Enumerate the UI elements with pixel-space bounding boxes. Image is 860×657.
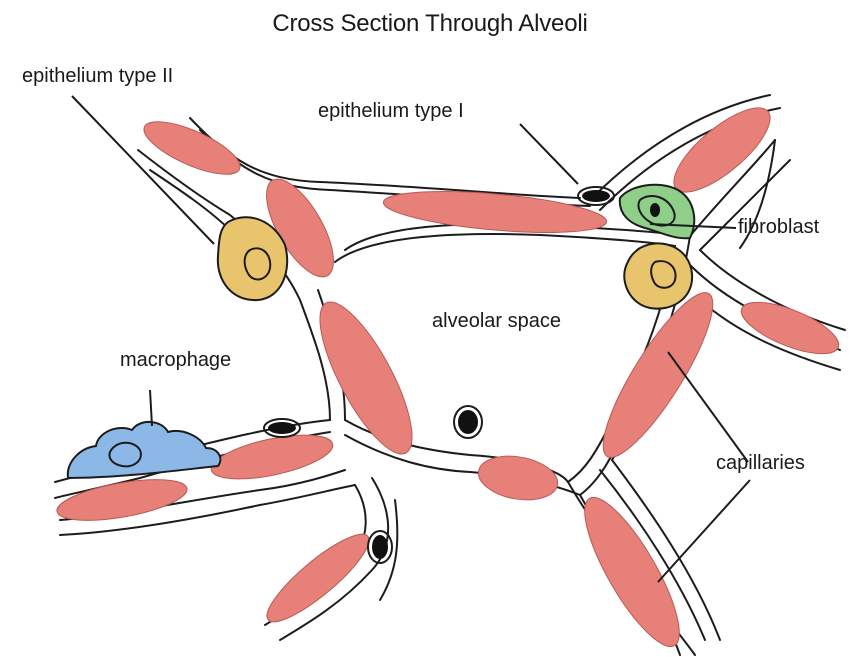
nucleus bbox=[650, 203, 660, 217]
leader-epithelium-type-ii bbox=[72, 96, 214, 244]
leader-macrophage bbox=[150, 390, 152, 426]
type-i-nucleus bbox=[268, 422, 296, 434]
capillary bbox=[54, 472, 190, 528]
diagram-title: Cross Section Through Alveoli bbox=[0, 12, 860, 36]
capillary bbox=[662, 95, 782, 206]
capillary bbox=[475, 450, 561, 505]
type-i-nucleus bbox=[372, 535, 388, 559]
leader-capillaries-lower bbox=[658, 480, 750, 582]
label-epithelium-type-i: epithelium type I bbox=[318, 101, 464, 121]
septum-outlines bbox=[55, 95, 845, 655]
label-capillaries: capillaries bbox=[716, 453, 805, 473]
label-alveolar-space: alveolar space bbox=[432, 311, 561, 331]
type-i-nucleus bbox=[582, 190, 610, 202]
macrophage-cell bbox=[68, 422, 221, 478]
label-macrophage: macrophage bbox=[120, 350, 231, 370]
type-ii-cell-right bbox=[624, 243, 692, 308]
leader-capillaries-upper bbox=[668, 352, 748, 462]
leader-epithelium-type-i bbox=[520, 124, 578, 184]
label-fibroblast: fibroblast bbox=[738, 217, 819, 237]
type-i-nucleus bbox=[458, 410, 478, 434]
capillaries-group bbox=[54, 95, 845, 657]
label-epithelium-type-ii: epithelium type II bbox=[22, 66, 173, 86]
